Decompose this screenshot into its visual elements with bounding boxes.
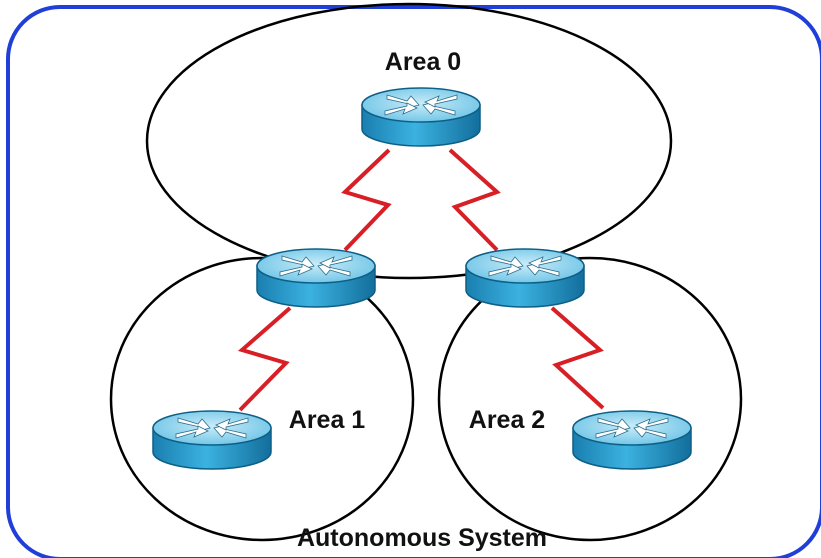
links: [237, 148, 605, 412]
router-icon[interactable]: [465, 248, 585, 308]
link-core-to-abr-left: [341, 148, 392, 252]
autonomous-system-border: [6, 5, 821, 558]
router-icon[interactable]: [256, 248, 376, 308]
link-abr-left-to-area1: [237, 306, 292, 412]
router-icon[interactable]: [572, 410, 692, 470]
area-1-ellipse: [109, 256, 415, 542]
link-abr-right-to-area2: [550, 306, 605, 410]
router-icon[interactable]: [361, 87, 481, 147]
area-0-label: Area 0: [385, 48, 461, 76]
area-0-ellipse: [145, 2, 673, 280]
area-1-label: Area 1: [289, 406, 366, 434]
router-icon[interactable]: [152, 410, 272, 470]
area-2-label: Area 2: [469, 406, 545, 434]
autonomous-system-label: Autonomous System: [297, 524, 547, 552]
link-core-to-abr-right: [448, 148, 501, 252]
area-2-ellipse: [437, 256, 743, 542]
